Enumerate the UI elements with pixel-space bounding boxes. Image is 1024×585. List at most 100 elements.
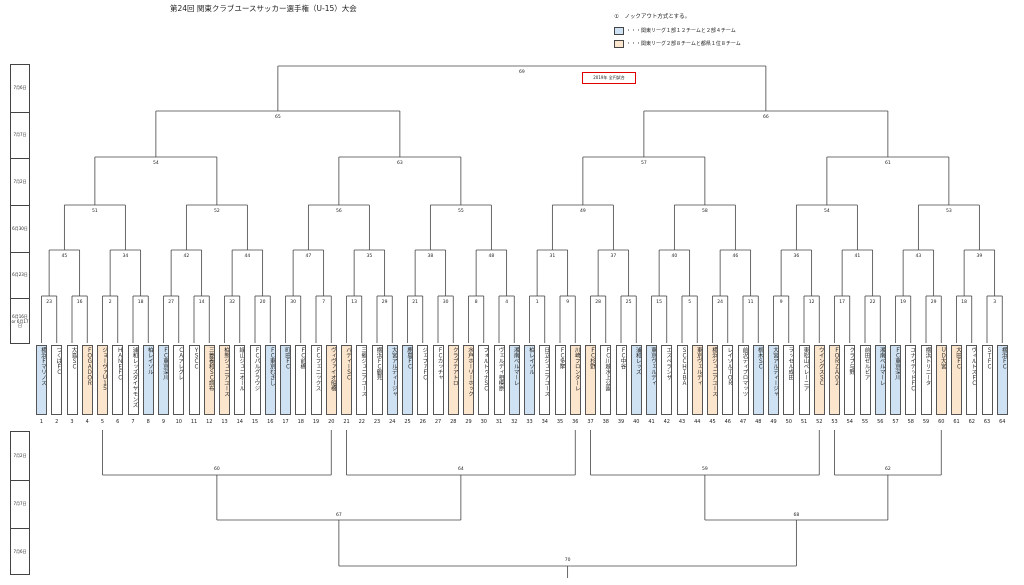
slot-number: 7: [131, 419, 135, 425]
team-slot: つくばＦＣ: [51, 345, 63, 415]
team-slot: エスペランサ: [661, 345, 673, 415]
match-number: 18: [138, 299, 144, 305]
date-cell: 7月2日: [11, 158, 29, 205]
team-slot: ユナイテッドＦＣ: [905, 345, 917, 415]
team-slot: ＦＣ東京むさし: [264, 345, 276, 415]
team-slot: レイソルＴＯＲ: [722, 345, 734, 415]
match-number: 14: [199, 299, 205, 305]
team-slot: 横浜ＦＣ: [996, 345, 1008, 415]
match-number: 63: [397, 160, 403, 166]
team-slot: 東松山ペレーニア: [798, 345, 810, 415]
team-slot: 大宮アルディージャ: [768, 345, 779, 415]
match-number: 2: [109, 299, 112, 305]
slot-number: 52: [816, 419, 823, 425]
lower-match-number: 62: [885, 466, 891, 472]
match-number: 44: [245, 253, 251, 259]
team-slot: 前沢ディプロマッツ: [737, 345, 749, 415]
slot-number: 33: [526, 419, 533, 425]
slot-number: 5: [100, 419, 105, 425]
match-number: 58: [702, 208, 708, 214]
match-number: 53: [946, 208, 952, 214]
team-slot: 前田ゼルビア: [859, 345, 871, 415]
match-number: 4: [505, 299, 508, 305]
team-slot: 緑山ジュニオール: [234, 345, 246, 415]
team-slot: ＦＯＲＺＡ０２: [829, 345, 840, 415]
match-number: 30: [443, 299, 449, 305]
team-slot: ヴィヴァイオ船橋: [325, 345, 337, 415]
match-number: 57: [641, 160, 647, 166]
date-cell: 7月6日: [13, 85, 27, 91]
match-number: 16: [77, 299, 83, 305]
format-note: ① ノックアウト方式とする。: [614, 14, 691, 20]
legend-label-league2: ・・・関東リーグ２部８チームと都県１位８チーム: [626, 41, 741, 47]
team-slot: ラッセル成田: [783, 345, 795, 415]
team-slot: ＦＯＧＡＤＯＲ: [81, 345, 93, 415]
match-number: 20: [260, 299, 266, 305]
team-slot: ジェファＦＣ: [417, 345, 429, 415]
team-slot: ＦＣ中谷: [615, 345, 627, 415]
team-slot: バディーＳＣ: [341, 345, 352, 415]
slot-number: 24: [389, 419, 396, 425]
page-title: 第24回 関東クラブユースサッカー選手権（U-15）大会: [170, 4, 357, 13]
date-cell: 6月23日: [11, 251, 29, 299]
lower-match-number: 64: [458, 466, 464, 472]
team-slot: 湘南ベルマーレ: [874, 345, 886, 415]
legend-swatch-league1: [614, 27, 624, 35]
slot-number: 50: [785, 419, 792, 425]
match-number: 51: [92, 208, 98, 214]
team-slot: 栃木ＳＣ: [752, 345, 764, 415]
lower-match-number: 59: [702, 466, 708, 472]
match-number: 56: [336, 208, 342, 214]
date-cell: 7月6日: [11, 528, 29, 576]
match-number: 43: [916, 253, 922, 259]
match-number: 9: [566, 299, 569, 305]
team-slot: 横浜ＦＣ鶴見: [371, 345, 383, 415]
match-number: 69: [519, 69, 525, 75]
match-number: 19: [900, 299, 906, 305]
slot-number: 16: [267, 419, 274, 425]
slot-number: 64: [999, 419, 1006, 425]
match-number: 66: [763, 114, 769, 120]
slot-number: 28: [450, 419, 457, 425]
team-slot: ＦＣフェニックス: [310, 345, 322, 415]
slot-number: 46: [724, 419, 731, 425]
slot-number: 4: [85, 419, 89, 425]
match-number: 41: [855, 253, 861, 259]
team-slot: 日立ジュニアユース: [539, 345, 551, 415]
slot-number: 51: [800, 419, 808, 425]
match-number: 49: [580, 208, 586, 214]
match-number: 18: [961, 299, 967, 305]
lower-match-number: 70: [565, 557, 571, 563]
slot-number: 10: [175, 419, 182, 425]
slot-number: 37: [587, 419, 594, 425]
match-number: 47: [306, 253, 312, 259]
slot-number: 27: [434, 419, 442, 425]
team-slot: 三郷ジュニアユース: [356, 345, 368, 415]
match-number: 25: [626, 299, 632, 305]
slot-number: 39: [617, 419, 625, 425]
team-slot: ＨＡＮＥＦＣ: [112, 345, 124, 415]
match-number: 54: [824, 208, 830, 214]
team-slot: ＦＣ杉野: [585, 345, 596, 415]
team-slot: ＦＣパルグラウジ: [249, 345, 261, 415]
slot-number: 8: [146, 419, 150, 425]
team-slot: 東京ヴェルディ: [691, 345, 703, 415]
slot-number: 45: [709, 419, 716, 425]
team-slot: 湘南ベルマーレ: [508, 345, 520, 415]
slot-number: 9: [161, 419, 166, 425]
match-number: 24: [717, 299, 723, 305]
match-number: 38: [428, 253, 434, 259]
slot-number: 13: [221, 419, 228, 425]
slot-number: 29: [465, 419, 472, 425]
slot-number: 62: [968, 419, 975, 425]
match-number: 37: [611, 253, 617, 259]
date-cell: 6月30日: [11, 205, 29, 252]
match-number: 9: [780, 299, 783, 305]
slot-number: 48: [755, 419, 762, 425]
team-slot: クラブ与野: [844, 345, 856, 415]
date-cell: 7月2日: [13, 452, 27, 458]
match-number: 39: [977, 253, 983, 259]
legend-swatch-league2: [614, 40, 624, 48]
match-number: 23: [46, 299, 52, 305]
slot-number: 60: [938, 419, 945, 425]
